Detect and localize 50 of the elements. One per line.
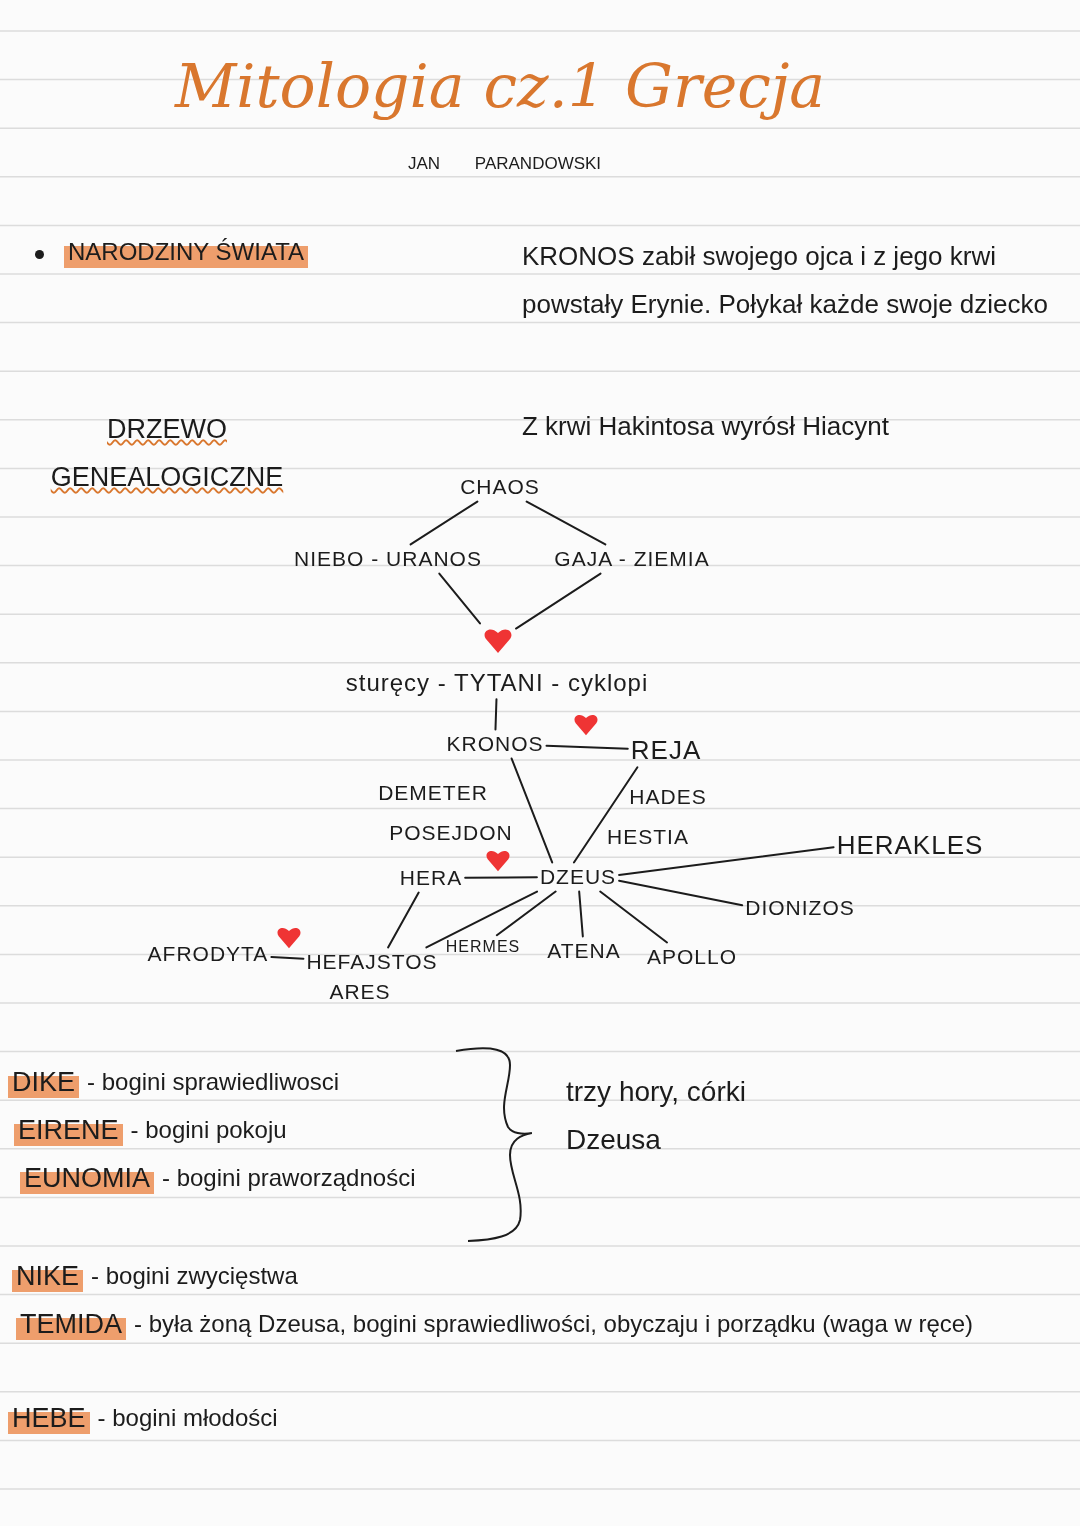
note-text: Z krwi Hakintosa wyrósł Hiacynt bbox=[522, 410, 889, 443]
connector-line bbox=[578, 890, 584, 938]
connector-line bbox=[510, 757, 554, 864]
connector-line bbox=[525, 500, 607, 546]
family-tree-name: APOLLO bbox=[646, 945, 737, 969]
family-tree-name: NIEBO - URANOS bbox=[294, 547, 482, 571]
family-tree-name: DEMETER bbox=[378, 781, 488, 805]
family-tree-name: ARES bbox=[329, 980, 391, 1004]
connector-line bbox=[599, 890, 668, 944]
connector-line bbox=[618, 846, 835, 876]
family-tree-name: POSEJDON bbox=[389, 821, 513, 845]
note-text: trzy hory, córki Dzeusa bbox=[566, 1075, 747, 1157]
family-tree-name: GAJA - ZIEMIA bbox=[554, 547, 710, 571]
connector-line bbox=[464, 876, 538, 879]
section-heading: DRZEWO GENEALOGICZNE bbox=[49, 413, 285, 494]
family-tree-name: HADES bbox=[629, 785, 707, 809]
family-tree-name: DIONIZOS bbox=[745, 896, 855, 920]
family-tree-name: HERAKLES bbox=[836, 830, 984, 860]
connector-line bbox=[425, 890, 538, 949]
connector-line bbox=[618, 879, 744, 907]
goddess-description: - bogini młodości bbox=[97, 1403, 278, 1433]
author-name: JAN PARANDOWSKI bbox=[408, 153, 602, 175]
family-tree-name: HERMES bbox=[445, 938, 521, 956]
family-tree-name: sturęcy - TYTANI - cyklopi bbox=[345, 669, 649, 697]
connector-line bbox=[495, 890, 557, 937]
connector-line bbox=[545, 744, 629, 750]
family-tree-name: REJA bbox=[630, 735, 702, 765]
goddess-description: - bogini zwycięstwa bbox=[91, 1261, 298, 1291]
title: Mitologia cz.1 Grecja bbox=[173, 50, 827, 122]
connector-line bbox=[515, 572, 602, 630]
goddess-description: - była żoną Dzeusa, bogini sprawiedliwości, obyczaju i porządku (waga w ręce) bbox=[134, 1309, 975, 1339]
family-tree-name: HESTIA bbox=[607, 825, 689, 849]
note-text: KRONOS zabił swojego ojca i z jego krwi powstały Erynie. Połykał każde swoje dziecko bbox=[522, 240, 1050, 321]
goddess-description: - bogini praworządności bbox=[162, 1163, 416, 1193]
connector-line bbox=[409, 500, 479, 546]
family-tree-name: CHAOS bbox=[460, 475, 540, 499]
connector-line bbox=[494, 698, 498, 731]
connector-line bbox=[572, 766, 639, 864]
family-tree-name: ATENA bbox=[547, 939, 621, 963]
goddess-description: - bogini pokoju bbox=[130, 1115, 287, 1145]
family-tree-name: DZEUS bbox=[539, 865, 617, 889]
family-tree-name: AFRODYTA bbox=[147, 942, 269, 966]
goddess-description: - bogini sprawiedliwosci bbox=[87, 1067, 340, 1097]
heart-icon bbox=[483, 626, 513, 654]
connector-line bbox=[387, 891, 420, 949]
family-tree-name: HERA bbox=[399, 866, 463, 890]
connector-line bbox=[438, 572, 481, 625]
family-tree-name: KRONOS bbox=[446, 732, 544, 756]
connector-line bbox=[270, 956, 305, 960]
family-tree-name: HEFAJSTOS bbox=[306, 950, 438, 974]
